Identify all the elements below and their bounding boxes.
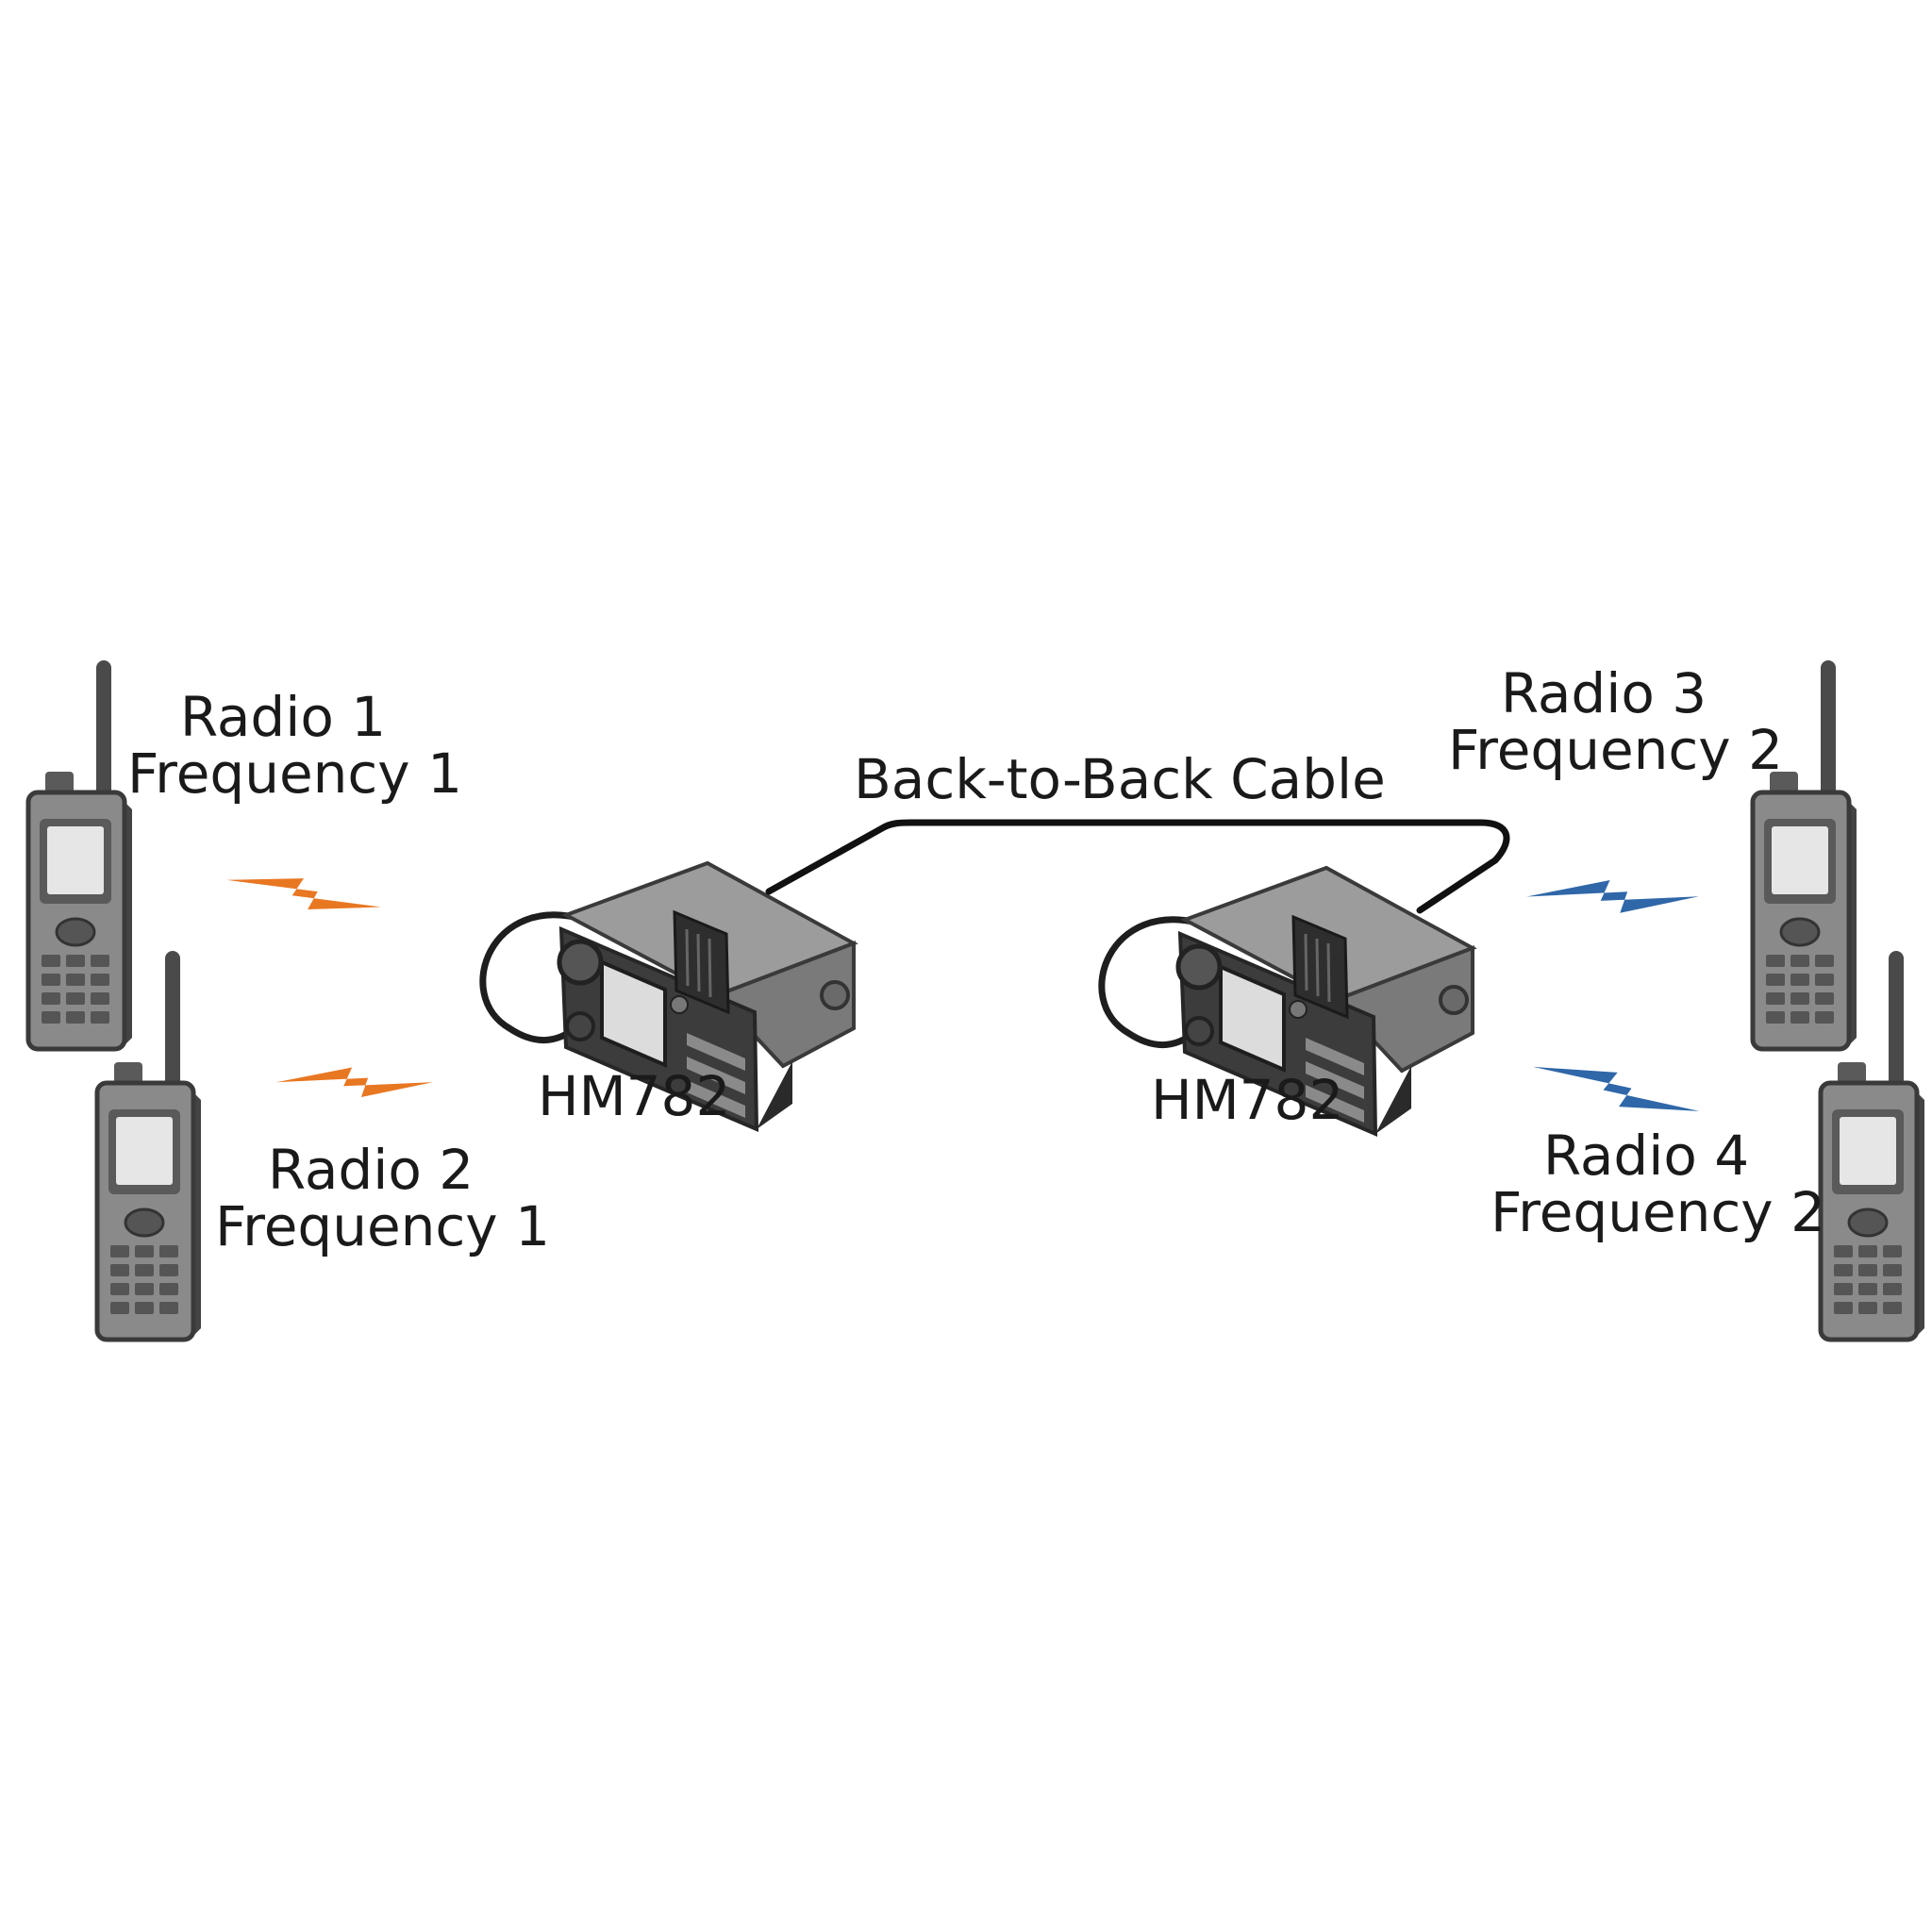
back-to-back-cable [765,819,1510,914]
radio-1-name: Radio 1 [179,685,387,749]
radio-1-frequency: Frequency 1 [127,741,462,806]
repeater-left-label: HM782 [538,1064,731,1128]
radio-1-lightning-signal-icon [226,878,381,909]
radio-1-handheld-icon [28,660,132,1049]
radio-4-label: Radio 4 Frequency 2 [1491,1124,1825,1244]
radio-3-frequency: Frequency 2 [1448,718,1783,782]
radio-2-name: Radio 2 [267,1138,475,1202]
radio-3-label: Radio 3 Frequency 2 [1448,661,1783,782]
radio-2-label: Radio 2 Frequency 1 [215,1138,550,1258]
repeater-right-label: HM782 [1151,1068,1344,1132]
radio-3-name: Radio 3 [1500,661,1707,725]
radio-4-name: Radio 4 [1542,1124,1750,1188]
radio-2-lightning-signal-icon [275,1054,434,1111]
radio-3-lightning-signal-icon [1525,865,1700,929]
cable-label: Back-to-Back Cable [854,747,1386,811]
radio-4-lightning-signal-icon [1529,1065,1703,1114]
radio-2-frequency: Frequency 1 [215,1194,550,1258]
radio-1-label: Radio 1 Frequency 1 [127,685,462,806]
radio-4-frequency: Frequency 2 [1491,1180,1825,1244]
